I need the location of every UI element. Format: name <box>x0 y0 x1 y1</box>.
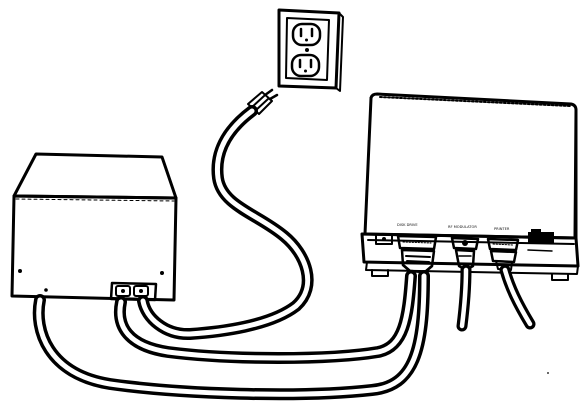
power-supply-box <box>12 154 176 300</box>
printer-port <box>488 239 518 250</box>
wall-outlet <box>279 10 343 91</box>
outlet-socket-top <box>293 24 320 45</box>
disk-drive-port <box>398 236 436 249</box>
label-rf-modulator: RF MODULATOR <box>448 225 477 229</box>
console-rear-switch <box>528 229 554 251</box>
label-printer: PRINTER <box>494 227 510 231</box>
rf-modulator-port <box>452 238 478 249</box>
stray-mark <box>547 372 549 374</box>
outlet-socket-bottom <box>292 55 319 76</box>
console-unit: DISK DRIVE RF MODULATOR PRINTER <box>362 94 578 280</box>
label-disk-drive: DISK DRIVE <box>397 223 418 227</box>
printer-cable <box>505 270 530 324</box>
rf-cable <box>462 270 466 326</box>
